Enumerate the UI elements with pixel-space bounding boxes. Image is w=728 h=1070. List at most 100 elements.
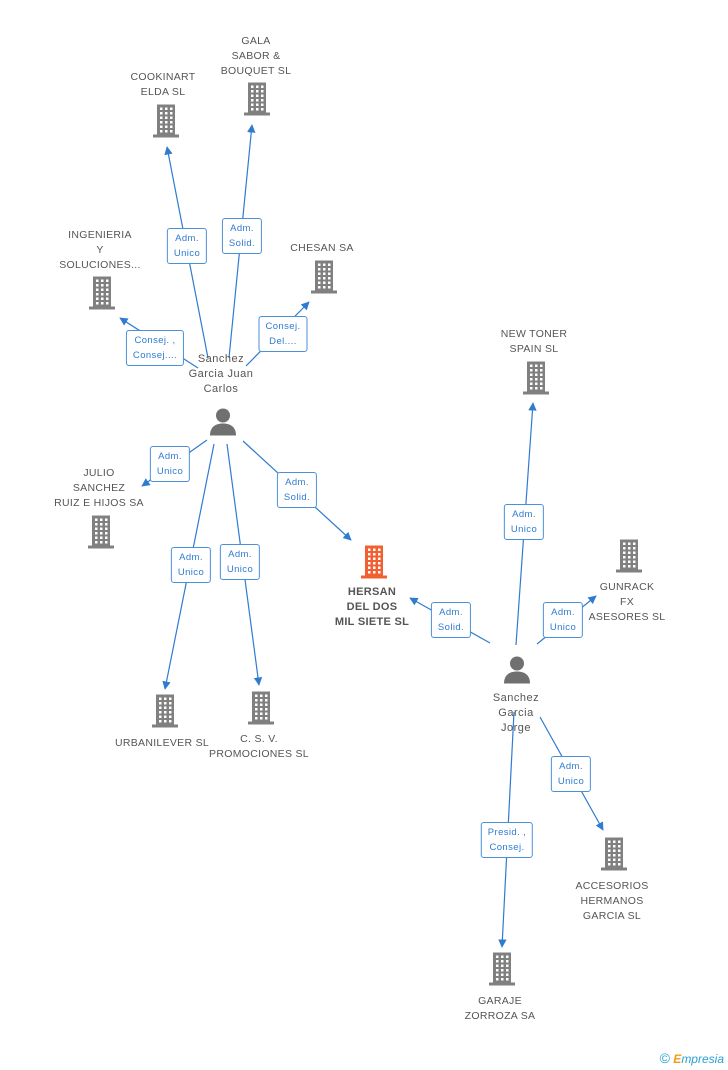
brand-logo-e: E bbox=[673, 1052, 682, 1066]
company-label-urbanilever: URBANILEVER SL bbox=[115, 736, 209, 751]
company-label-julio: JULIO SANCHEZ RUIZ E HIJOS SA bbox=[54, 466, 144, 511]
company-node-ingenieria[interactable] bbox=[87, 275, 117, 316]
role-badge-jorge-accesorios[interactable]: Adm. Unico bbox=[550, 756, 592, 792]
company-label-hersan-line: MIL SIETE SL bbox=[334, 616, 410, 628]
person-label-juan-line: Garcia Juan bbox=[188, 368, 254, 380]
company-node-hersan[interactable] bbox=[359, 544, 389, 585]
role-badge-line: Adm. bbox=[158, 451, 182, 462]
company-label-julio-line: SANCHEZ bbox=[72, 482, 126, 494]
footer-brand: © Empresia bbox=[660, 1050, 724, 1066]
company-building-icon bbox=[248, 691, 274, 725]
role-badge-line: Adm. bbox=[175, 233, 199, 244]
company-building-icon bbox=[244, 82, 270, 116]
company-label-accesorios-line: GARCIA SL bbox=[582, 910, 642, 922]
person-label-jorge-line: Garcia bbox=[498, 707, 534, 719]
company-building-icon bbox=[616, 539, 642, 573]
company-node-gala[interactable] bbox=[242, 81, 272, 122]
role-badge-line: Adm. bbox=[439, 607, 463, 618]
company-label-ingenieria-line: SOLUCIONES... bbox=[59, 259, 141, 271]
company-label-csv: C. S. V. PROMOCIONES SL bbox=[209, 732, 309, 762]
company-label-chesan-line: CHESAN SA bbox=[290, 242, 354, 254]
company-label-chesan: CHESAN SA bbox=[290, 241, 353, 256]
role-badge-juan-julio[interactable]: Adm. Unico bbox=[149, 446, 191, 482]
company-building-icon bbox=[152, 694, 178, 728]
person-label-juan-line: Sanchez bbox=[197, 353, 245, 365]
company-label-cookinart: COOKINART ELDA SL bbox=[131, 70, 196, 100]
company-label-gala-line: GALA bbox=[241, 35, 271, 47]
role-badge-line: Unico bbox=[549, 622, 577, 633]
company-building-icon bbox=[89, 276, 115, 310]
role-badge-juan-csv[interactable]: Adm. Unico bbox=[219, 544, 261, 580]
role-badge-jorge-newtoner[interactable]: Adm. Unico bbox=[503, 504, 545, 540]
role-badge-juan-chesan[interactable]: Consej.Del.... bbox=[258, 316, 308, 352]
person-label-jorge-line: Jorge bbox=[500, 722, 532, 734]
role-badge-line: Adm. bbox=[179, 552, 203, 563]
company-label-ingenieria-line: INGENIERIA bbox=[68, 229, 132, 241]
company-node-csv[interactable] bbox=[246, 690, 276, 731]
role-badge-juan-cookinart[interactable]: Adm. Unico bbox=[166, 228, 208, 264]
company-label-csv-line: PROMOCIONES SL bbox=[209, 748, 309, 760]
role-badge-line: Consej. bbox=[265, 321, 301, 332]
company-node-cookinart[interactable] bbox=[151, 103, 181, 144]
company-label-cookinart-line: ELDA SL bbox=[140, 86, 186, 98]
role-badge-line: Adm. bbox=[559, 761, 583, 772]
role-badge-line: Unico bbox=[226, 564, 254, 575]
company-building-icon bbox=[153, 104, 179, 138]
role-badge-line: Adm. bbox=[512, 509, 536, 520]
company-building-icon bbox=[311, 260, 337, 294]
role-badge-line: Presid. , bbox=[487, 827, 527, 838]
person-node-jorge[interactable] bbox=[502, 655, 532, 690]
role-badge-jorge-hersan[interactable]: Adm. Solid. bbox=[430, 602, 472, 638]
role-badge-line: Consej. , bbox=[134, 335, 176, 346]
company-building-icon bbox=[523, 361, 549, 395]
company-label-ingenieria-line: Y bbox=[96, 244, 104, 256]
company-node-accesorios[interactable] bbox=[599, 836, 629, 877]
company-building-icon bbox=[601, 837, 627, 871]
role-badge-juan-gala[interactable]: Adm.Solid. bbox=[221, 218, 263, 254]
role-badge-line: Unico bbox=[557, 776, 585, 787]
company-node-urbanilever[interactable] bbox=[150, 693, 180, 734]
role-badge-line: Unico bbox=[177, 567, 205, 578]
role-badge-line: Unico bbox=[156, 466, 184, 477]
person-label-jorge-line: Sanchez bbox=[492, 692, 540, 704]
company-label-csv-line: C. S. V. bbox=[240, 733, 278, 745]
role-badge-line: Unico bbox=[173, 248, 201, 259]
role-badge-juan-urbanilever[interactable]: Adm. Unico bbox=[170, 547, 212, 583]
company-label-gala-line: SABOR & bbox=[231, 50, 281, 62]
company-node-chesan[interactable] bbox=[309, 259, 339, 300]
company-building-icon bbox=[88, 515, 114, 549]
company-label-cookinart-line: COOKINART bbox=[130, 71, 196, 83]
brand-logo-text: mpresia bbox=[681, 1052, 724, 1066]
role-badge-juan-ingenieria[interactable]: Consej. ,Consej.... bbox=[125, 330, 185, 366]
company-node-gunrack[interactable] bbox=[614, 538, 644, 579]
role-badge-line: Adm. bbox=[551, 607, 575, 618]
role-badge-line: Adm. bbox=[285, 477, 309, 488]
company-label-urbanilever-line: URBANILEVER SL bbox=[114, 737, 210, 749]
role-badge-jorge-gunrack[interactable]: Adm. Unico bbox=[542, 602, 584, 638]
role-badge-line: Solid. bbox=[437, 622, 465, 633]
role-badge-line: Adm. bbox=[228, 549, 252, 560]
company-node-garaje[interactable] bbox=[487, 951, 517, 992]
company-node-julio[interactable] bbox=[86, 514, 116, 555]
company-building-icon bbox=[489, 952, 515, 986]
person-label-juan-line: Carlos bbox=[203, 383, 239, 395]
role-badge-line: Unico bbox=[510, 524, 538, 535]
company-label-gunrack-line: GUNRACK bbox=[599, 581, 655, 593]
main-company-building-icon bbox=[361, 545, 387, 579]
company-label-julio-line: RUIZ E HIJOS SA bbox=[54, 497, 144, 509]
role-badge-jorge-garaje[interactable]: Presid. ,Consej. bbox=[480, 822, 534, 858]
company-label-garaje-line: GARAJE bbox=[478, 995, 522, 1007]
company-node-newtoner[interactable] bbox=[521, 360, 551, 401]
company-label-hersan-line: HERSAN bbox=[347, 586, 397, 598]
person-node-juan[interactable] bbox=[208, 407, 238, 442]
company-label-accesorios-line: ACCESORIOS bbox=[575, 880, 649, 892]
company-label-julio-line: JULIO bbox=[83, 467, 115, 479]
role-badge-juan-hersan[interactable]: Adm.Solid. bbox=[276, 472, 318, 508]
